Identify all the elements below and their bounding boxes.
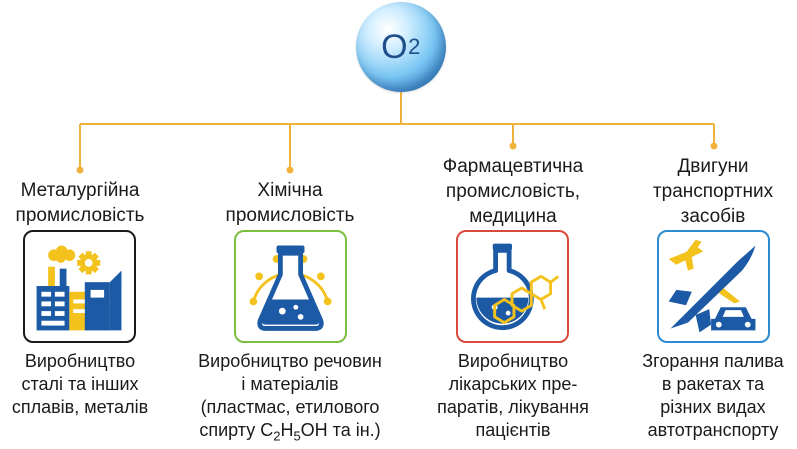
desc-line: сплавів, металів xyxy=(11,397,149,417)
factory-icon xyxy=(36,245,122,331)
card-chemical xyxy=(234,230,347,343)
title-line: промисловість xyxy=(15,205,145,226)
title-line: Двигуни xyxy=(677,156,749,177)
formula-tail: OH та ін.) xyxy=(300,420,381,440)
desc-line: і матеріалів xyxy=(241,374,339,394)
title-line: транспортних xyxy=(652,181,774,202)
desc-line: пацієнтів xyxy=(475,420,551,440)
title-line: Металургійна xyxy=(20,180,140,201)
formula-part: H xyxy=(280,420,294,440)
desc-line: (пластмас, етилового xyxy=(200,397,380,417)
category-desc-pharma: Виробництво лікарських пре- паратів, лік… xyxy=(413,350,613,442)
category-desc-engines: Згорання палива в ракетах та різних вида… xyxy=(618,350,797,442)
title-line: промисловість xyxy=(225,205,355,226)
card-metallurgy xyxy=(23,230,136,343)
category-desc-chemical: Виробництво речовин і матеріалів (пластм… xyxy=(165,350,415,448)
category-title-metallurgy: Металургійна промисловість xyxy=(0,178,160,228)
category-title-engines: Двигуни транспортних засобів xyxy=(628,154,797,229)
desc-line: Виробництво речовин xyxy=(198,351,382,371)
desc-line: Виробництво xyxy=(24,351,136,371)
card-pharma xyxy=(456,230,569,343)
title-line: промисловість, xyxy=(445,181,581,202)
rocket-plane-car-icon xyxy=(668,239,756,333)
title-line: засобів xyxy=(680,206,746,227)
card-engines xyxy=(657,230,770,343)
desc-line: різних видах xyxy=(660,397,766,417)
formula-line: спирту C2H5OH та ін.) xyxy=(165,419,415,448)
title-line: медицина xyxy=(469,206,557,227)
flask-icon xyxy=(249,245,332,331)
desc-line: автотранспорту xyxy=(647,420,779,440)
title-line: Фармацевтична xyxy=(442,156,584,177)
oxygen-subscript: 2 xyxy=(408,34,421,59)
category-title-chemical: Хімічна промисловість xyxy=(205,178,375,228)
formula-sub: 2 xyxy=(273,428,281,444)
desc-line: Згорання палива xyxy=(642,351,784,371)
desc-line: Виробництво xyxy=(457,351,569,371)
formula-prefix: спирту C xyxy=(199,420,274,440)
formula-sub: 5 xyxy=(293,428,301,444)
desc-line: паратів, лікування xyxy=(437,397,589,417)
category-title-pharma: Фармацевтична промисловість, медицина xyxy=(418,154,608,229)
pharma-flask-icon xyxy=(471,243,560,331)
oxygen-symbol: O xyxy=(381,27,409,66)
category-desc-metallurgy: Виробництво сталі та інших сплавів, мета… xyxy=(0,350,160,419)
desc-line: лікарських пре- xyxy=(448,374,578,394)
desc-line: в ракетах та xyxy=(661,374,765,394)
title-line: Хімічна xyxy=(257,180,323,201)
desc-line: сталі та інших xyxy=(21,374,139,394)
